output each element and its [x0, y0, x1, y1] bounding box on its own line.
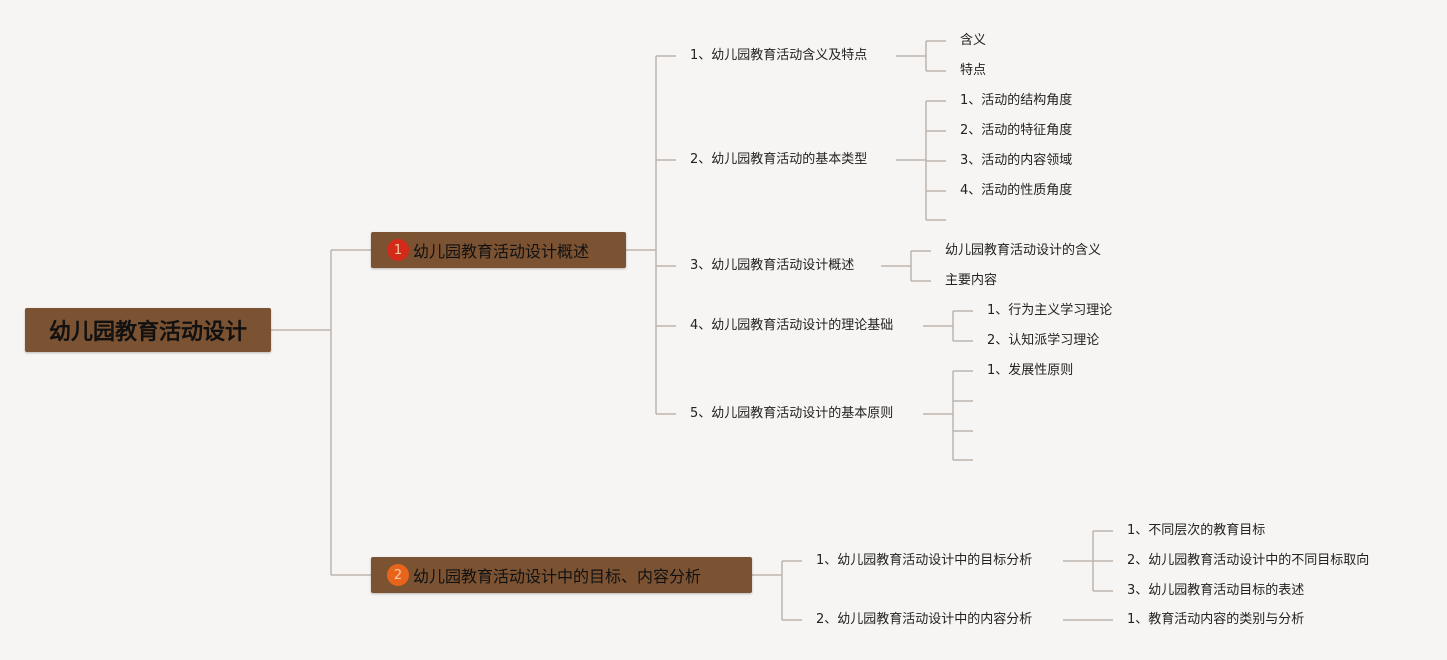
connector-topic-1-4	[923, 310, 973, 342]
leaf-node-1-2-5-empty[interactable]	[946, 220, 947, 221]
number-badge-2: 2	[387, 564, 409, 586]
leaf-node-2-2-1[interactable]: 1、教育活动内容的类别与分析	[1125, 611, 1307, 629]
connector-topic-1-5	[923, 370, 973, 461]
connector-branch1-topics	[626, 55, 676, 415]
leaf-node-1-2-1[interactable]: 1、活动的结构角度	[958, 92, 1075, 110]
leaf-node-2-1-3[interactable]: 3、幼儿园教育活动目标的表述	[1125, 582, 1307, 600]
root-node-label: 幼儿园教育活动设计	[48, 320, 247, 345]
connector-topic-1-1	[896, 40, 946, 72]
leaf-node-1-2-4[interactable]: 4、活动的性质角度	[958, 182, 1075, 200]
leaf-node-1-1-1[interactable]: 含义	[958, 32, 989, 50]
leaf-node-1-5-1[interactable]: 1、发展性原则	[985, 362, 1076, 380]
leaf-node-1-4-2[interactable]: 2、认知派学习理论	[985, 332, 1102, 350]
leaf-node-1-5-2-empty[interactable]	[973, 401, 974, 402]
branch-node-1[interactable]: 1 幼儿园教育活动设计概述	[371, 232, 626, 268]
leaf-node-2-1-1[interactable]: 1、不同层次的教育目标	[1125, 522, 1268, 540]
connector-topic-1-3	[881, 250, 931, 282]
leaf-node-2-1-2[interactable]: 2、幼儿园教育活动设计中的不同目标取向	[1125, 552, 1372, 570]
leaf-node-1-3-1[interactable]: 幼儿园教育活动设计的含义	[943, 242, 1104, 260]
leaf-node-1-5-3-empty[interactable]	[973, 431, 974, 432]
topic-node-2-1[interactable]: 1、幼儿园教育活动设计中的目标分析	[814, 552, 1035, 570]
branch-node-1-label: 幼儿园教育活动设计概述	[413, 242, 590, 261]
connector-topic-2-1	[1063, 530, 1113, 592]
topic-node-1-3[interactable]: 3、幼儿园教育活动设计概述	[688, 257, 857, 275]
topic-node-1-2[interactable]: 2、幼儿园教育活动的基本类型	[688, 151, 870, 169]
number-badge-1: 1	[387, 239, 409, 261]
topic-node-1-5[interactable]: 5、幼儿园教育活动设计的基本原则	[688, 405, 896, 423]
leaf-node-1-3-2[interactable]: 主要内容	[943, 272, 1000, 290]
connector-branch2-topics	[752, 560, 802, 621]
leaf-node-1-5-4-empty[interactable]	[973, 460, 974, 461]
root-node[interactable]: 幼儿园教育活动设计	[25, 308, 271, 352]
branch-node-2-label: 幼儿园教育活动设计中的目标、内容分析	[413, 567, 702, 586]
leaf-node-1-1-2[interactable]: 特点	[958, 62, 989, 80]
topic-node-1-4[interactable]: 4、幼儿园教育活动设计的理论基础	[688, 317, 896, 335]
topic-node-2-2[interactable]: 2、幼儿园教育活动设计中的内容分析	[814, 611, 1035, 629]
branch-node-2[interactable]: 2 幼儿园教育活动设计中的目标、内容分析	[371, 557, 752, 593]
leaf-node-1-2-3[interactable]: 3、活动的内容领域	[958, 152, 1075, 170]
leaf-node-1-4-1[interactable]: 1、行为主义学习理论	[985, 302, 1115, 320]
leaf-node-1-2-2[interactable]: 2、活动的特征角度	[958, 122, 1075, 140]
topic-node-1-1[interactable]: 1、幼儿园教育活动含义及特点	[688, 47, 870, 65]
connector-topic-1-2	[896, 100, 946, 221]
connector-root-branches	[271, 249, 371, 576]
